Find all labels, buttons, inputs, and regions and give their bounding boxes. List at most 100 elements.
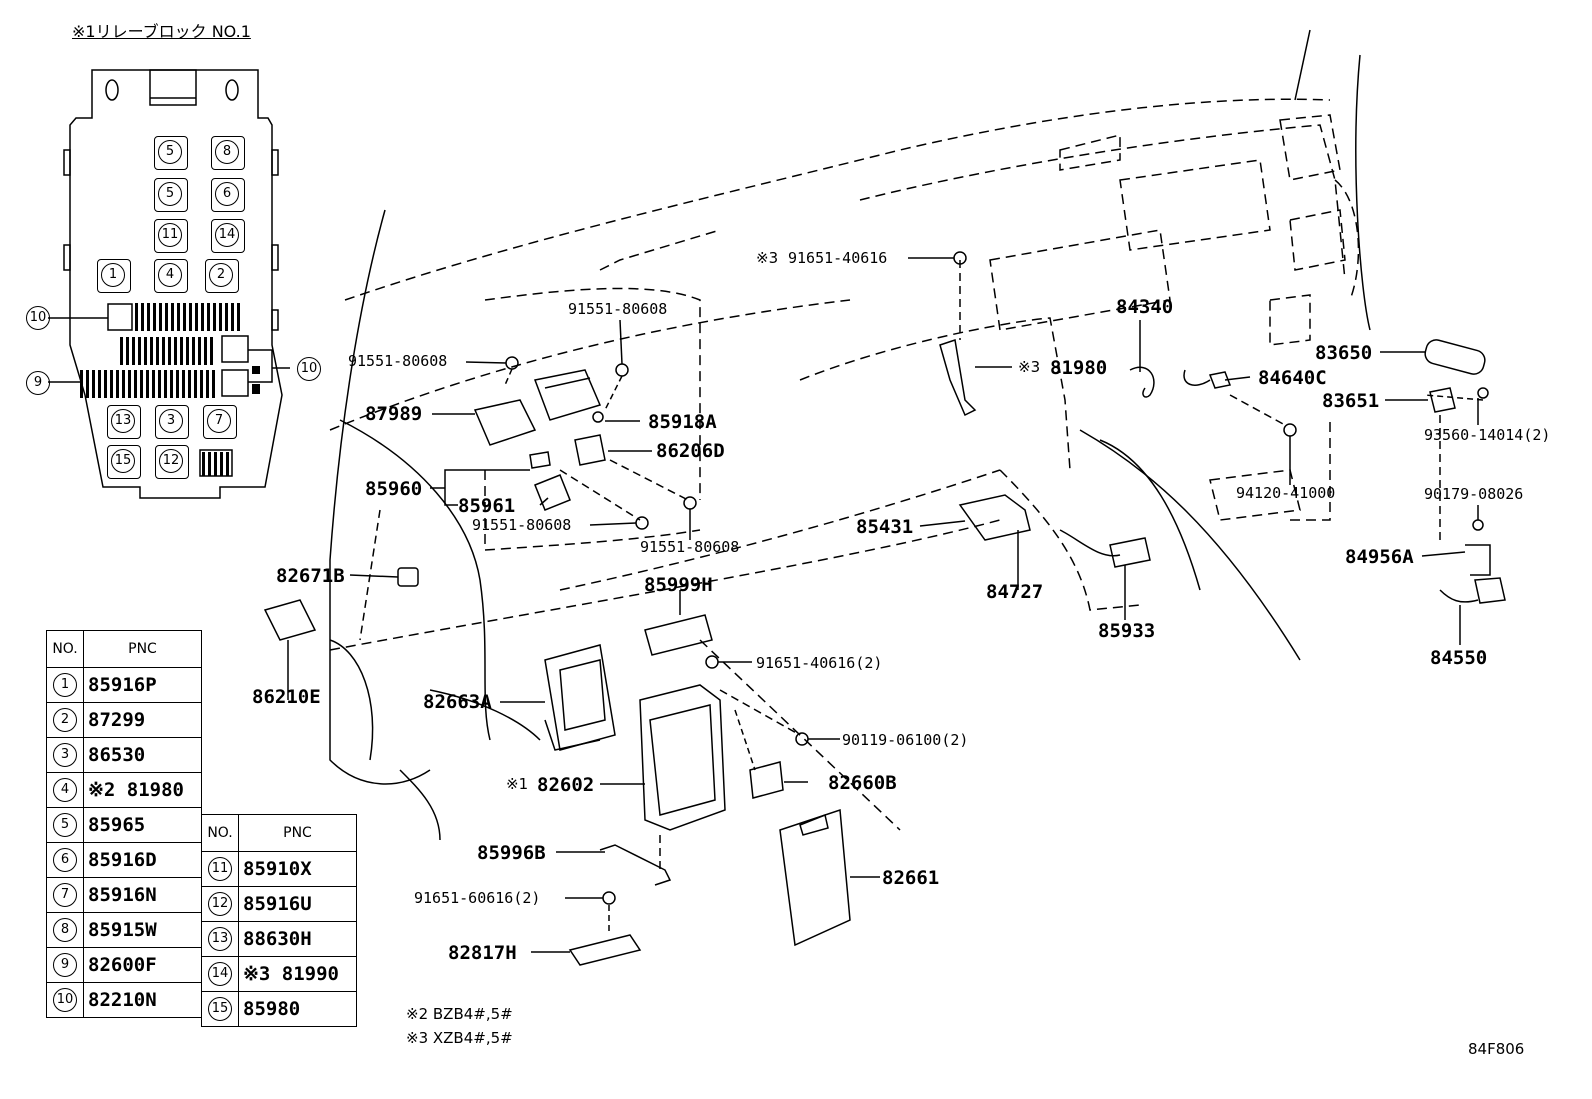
part-callout[interactable]: 85999H <box>644 574 713 596</box>
part-81980-sketch <box>939 260 977 417</box>
part-callout[interactable]: 85918A <box>648 411 717 433</box>
part-callout[interactable]: 85961 <box>458 495 516 517</box>
part-callout[interactable]: 91551-80608 <box>472 516 572 534</box>
relay-block-title: ※1リレーブロック NO.1 <box>72 22 251 41</box>
row-pnc: 85916P <box>83 667 202 703</box>
row-number: 13 <box>208 927 232 951</box>
part-callout[interactable]: 90179-08026 <box>1424 485 1524 503</box>
part-callout[interactable]: 83650 <box>1315 342 1373 364</box>
part-callout[interactable]: 82663A <box>423 691 492 713</box>
slot-number: 1 <box>101 263 125 287</box>
row-pnc: 85965 <box>83 807 202 843</box>
fuse-bar-fills <box>80 303 260 476</box>
table-header-row: NO. PNC <box>201 814 357 852</box>
row-pnc: 82210N <box>83 982 202 1018</box>
part-callout[interactable]: 91551-80608 <box>640 538 740 556</box>
row-pnc: 85916N <box>83 877 202 913</box>
header-pnc: PNC <box>83 630 202 668</box>
part-callout[interactable]: 82661 <box>882 867 940 889</box>
relay-slot[interactable]: 13 <box>107 405 141 439</box>
relay-slot[interactable]: 11 <box>154 219 188 253</box>
part-callout[interactable]: 85960 <box>365 478 423 500</box>
part-84956A-84550-sketch <box>1439 544 1506 604</box>
dashboard-outline <box>329 98 1360 651</box>
row-pnc: 85980 <box>238 991 357 1027</box>
relay-slot[interactable]: 1 <box>97 259 131 293</box>
part-callout[interactable]: 91651-60616(2) <box>414 889 541 907</box>
row-number: 11 <box>208 857 232 881</box>
table-row[interactable]: 14※3 81990 <box>201 956 357 992</box>
part-callout[interactable]: 85431 <box>856 516 914 538</box>
part-callout[interactable]: 85933 <box>1098 620 1156 642</box>
part-callout[interactable]: 86206D <box>656 440 725 462</box>
part-callout[interactable]: 84727 <box>986 581 1044 603</box>
part-82661-cover-sketch <box>779 808 851 947</box>
table-row[interactable]: 4※2 81980 <box>46 772 202 808</box>
part-callout[interactable]: 94120-41000 <box>1236 484 1336 502</box>
part-callout[interactable]: 83651 <box>1322 390 1380 412</box>
part-callout[interactable]: 82817H <box>448 942 517 964</box>
relay-slot[interactable]: 6 <box>211 178 245 212</box>
part-callout[interactable]: 91551-80608 <box>568 300 668 318</box>
relay-slot[interactable]: 3 <box>155 405 189 439</box>
relay-slot[interactable]: 5 <box>154 178 188 212</box>
part-callout[interactable]: 82671B <box>276 565 345 587</box>
relay-slot[interactable]: 14 <box>211 219 245 253</box>
row-pnc: ※2 81980 <box>83 772 202 808</box>
slot-number: 11 <box>158 223 182 247</box>
relay-slot[interactable]: 2 <box>205 259 239 293</box>
header-no: NO. <box>201 814 239 852</box>
part-callout[interactable]: 91551-80608 <box>348 352 448 370</box>
row-pnc: 87299 <box>83 702 202 738</box>
row-number: 9 <box>53 953 77 977</box>
part-callout[interactable]: 90119-06100(2) <box>842 731 969 749</box>
part-callout[interactable]: 81980 <box>1050 357 1108 379</box>
footnote-2: ※2 BZB4#,5# <box>406 1005 513 1023</box>
part-callout[interactable]: 84550 <box>1430 647 1488 669</box>
row-number: 5 <box>53 813 77 837</box>
part-callout[interactable]: 82602 <box>537 774 595 796</box>
part-82817H-sketch <box>568 934 642 966</box>
part-callout[interactable]: 91651-40616(2) <box>756 654 883 672</box>
relay-slot[interactable]: 4 <box>154 259 188 293</box>
part-callout[interactable]: 82660B <box>828 772 897 794</box>
part-callout[interactable]: 87989 <box>365 403 423 425</box>
relay-slot[interactable]: 8 <box>211 136 245 170</box>
slot-number: 15 <box>111 449 135 473</box>
header-no: NO. <box>46 630 84 668</box>
slot-number: 8 <box>215 140 239 164</box>
part-callout[interactable]: 91651-40616 <box>788 249 888 267</box>
relay-slot[interactable]: 5 <box>154 136 188 170</box>
part-callout[interactable]: 86210E <box>252 686 321 708</box>
row-pnc: 85910X <box>238 851 357 887</box>
part-callout[interactable]: 84340 <box>1116 296 1174 318</box>
part-callout[interactable]: 84956A <box>1345 546 1414 568</box>
row-number: 1 <box>53 673 77 697</box>
relay-slot[interactable]: 7 <box>203 405 237 439</box>
part-callout[interactable]: 84640C <box>1258 367 1327 389</box>
part-callout[interactable]: 93560-14014(2) <box>1424 426 1551 444</box>
row-pnc: 88630H <box>238 921 357 957</box>
relay-slot[interactable]: 12 <box>155 445 189 479</box>
part-84340-84640C-sketch <box>1129 366 1232 398</box>
relay-slot[interactable]: 15 <box>107 445 141 479</box>
row-pnc: 85916D <box>83 842 202 878</box>
part-callout[interactable]: 85996B <box>477 842 546 864</box>
row-pnc: 85915W <box>83 912 202 948</box>
part-86210E-sketch <box>263 599 317 690</box>
slot-number: 2 <box>209 263 233 287</box>
